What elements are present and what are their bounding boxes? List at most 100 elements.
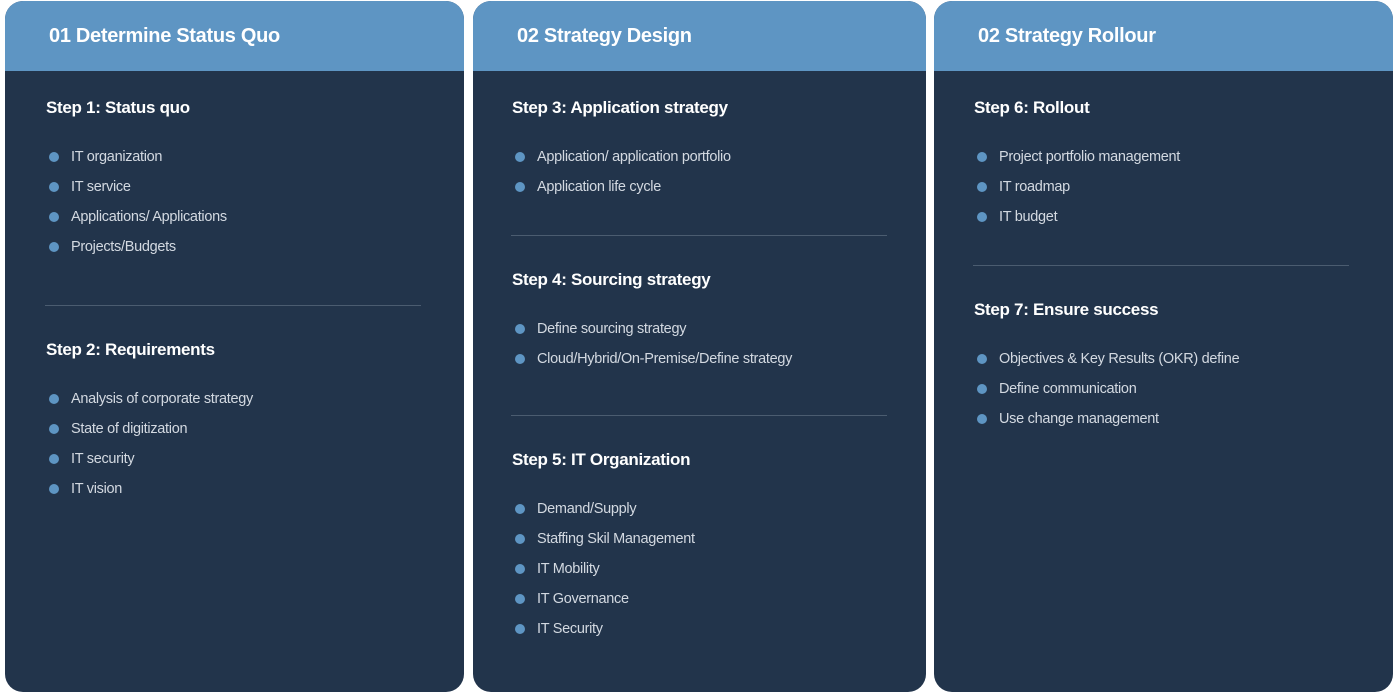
bullet-dot-icon (49, 454, 59, 464)
bullet-dot-icon (49, 182, 59, 192)
list-item: Cloud/Hybrid/On-Premise/Define strategy (512, 349, 926, 379)
bullet-dot-icon (515, 324, 525, 334)
list-item: Define sourcing strategy (512, 319, 926, 349)
item-label: Cloud/Hybrid/On-Premise/Define strategy (537, 351, 793, 367)
phase-header: 02 Strategy Design (473, 1, 926, 71)
list-item: Application/ application portfolio (512, 147, 926, 177)
item-label: Objectives & Key Results (OKR) define (999, 351, 1240, 367)
bullet-dot-icon (515, 152, 525, 162)
item-label: Application/ application portfolio (537, 149, 731, 165)
list-item: IT service (46, 177, 464, 207)
section-divider (511, 415, 887, 416)
list-item: IT budget (974, 207, 1393, 237)
list-item: IT Mobility (512, 559, 926, 589)
item-label: Use change management (999, 411, 1159, 427)
bullet-dot-icon (977, 414, 987, 424)
bullet-dot-icon (515, 504, 525, 514)
item-label: Project portfolio management (999, 149, 1181, 165)
step-rollout: Step 6: Rollout Project portfolio manage… (974, 98, 1393, 237)
item-label: IT vision (71, 481, 123, 497)
step-item-list: Define sourcing strategy Cloud/Hybrid/On… (512, 319, 926, 379)
item-label: Define communication (999, 381, 1137, 397)
item-label: Applications/ Applications (71, 209, 227, 225)
item-label: State of digitization (71, 421, 188, 437)
step-title: Step 7: Ensure success (974, 300, 1159, 319)
list-item: Define communication (974, 379, 1393, 409)
list-item: Project portfolio management (974, 147, 1393, 177)
step-title: Step 3: Application strategy (512, 98, 728, 117)
item-label: IT budget (999, 209, 1058, 225)
list-item: Applications/ Applications (46, 207, 464, 237)
step-sourcing-strategy: Step 4: Sourcing strategy Define sourcin… (512, 270, 926, 379)
item-label: IT service (71, 179, 131, 195)
step-item-list: Application/ application portfolio Appli… (512, 147, 926, 207)
step-title: Step 6: Rollout (974, 98, 1090, 117)
bullet-dot-icon (515, 354, 525, 364)
step-item-list: Analysis of corporate strategy State of … (46, 389, 464, 509)
bullet-dot-icon (515, 624, 525, 634)
step-item-list: Demand/Supply Staffing Skil Management I… (512, 499, 926, 649)
list-item: IT vision (46, 479, 464, 509)
item-label: Demand/Supply (537, 501, 637, 517)
section-divider (45, 305, 421, 306)
bullet-dot-icon (515, 594, 525, 604)
step-ensure-success: Step 7: Ensure success Objectives & Key … (974, 300, 1393, 439)
bullet-dot-icon (977, 152, 987, 162)
step-item-list: Objectives & Key Results (OKR) define De… (974, 349, 1393, 439)
step-requirements: Step 2: Requirements Analysis of corpora… (46, 340, 464, 509)
step-item-list: IT organization IT service Applications/… (46, 147, 464, 267)
bullet-dot-icon (977, 212, 987, 222)
phase-title: 02 Strategy Design (517, 24, 692, 47)
list-item: State of digitization (46, 419, 464, 449)
phase-header: 01 Determine Status Quo (5, 1, 464, 71)
bullet-dot-icon (515, 564, 525, 574)
list-item: Demand/Supply (512, 499, 926, 529)
phase-card-determine-status-quo: 01 Determine Status Quo Step 1: Status q… (5, 1, 464, 692)
list-item: IT Governance (512, 589, 926, 619)
item-label: IT Governance (537, 591, 629, 607)
bullet-dot-icon (49, 242, 59, 252)
item-label: Analysis of corporate strategy (71, 391, 254, 407)
bullet-dot-icon (515, 534, 525, 544)
section-divider (511, 235, 887, 236)
phase-title: 01 Determine Status Quo (49, 24, 280, 47)
list-item: IT security (46, 449, 464, 479)
phase-card-strategy-rollout: 02 Strategy Rollour Step 6: Rollout Proj… (934, 1, 1393, 692)
item-label: IT security (71, 451, 135, 467)
item-label: IT Mobility (537, 561, 600, 577)
step-it-organization: Step 5: IT Organization Demand/Supply St… (512, 450, 926, 649)
item-label: Projects/Budgets (71, 239, 176, 255)
bullet-dot-icon (49, 424, 59, 434)
step-item-list: Project portfolio management IT roadmap … (974, 147, 1393, 237)
list-item: IT organization (46, 147, 464, 177)
list-item: Staffing Skil Management (512, 529, 926, 559)
bullet-dot-icon (49, 484, 59, 494)
list-item: Analysis of corporate strategy (46, 389, 464, 419)
list-item: Objectives & Key Results (OKR) define (974, 349, 1393, 379)
step-title: Step 4: Sourcing strategy (512, 270, 711, 289)
bullet-dot-icon (49, 212, 59, 222)
list-item: Use change management (974, 409, 1393, 439)
item-label: Staffing Skil Management (537, 531, 695, 547)
list-item: IT roadmap (974, 177, 1393, 207)
item-label: IT Security (537, 621, 603, 637)
list-item: IT Security (512, 619, 926, 649)
bullet-dot-icon (977, 354, 987, 364)
phase-title: 02 Strategy Rollour (978, 24, 1156, 47)
phase-card-strategy-design: 02 Strategy Design Step 3: Application s… (473, 1, 926, 692)
bullet-dot-icon (977, 384, 987, 394)
item-label: Define sourcing strategy (537, 321, 687, 337)
step-title: Step 1: Status quo (46, 98, 190, 117)
item-label: IT organization (71, 149, 163, 165)
step-title: Step 5: IT Organization (512, 450, 691, 469)
item-label: Application life cycle (537, 179, 661, 195)
list-item: Application life cycle (512, 177, 926, 207)
step-status-quo: Step 1: Status quo IT organization IT se… (46, 98, 464, 267)
item-label: IT roadmap (999, 179, 1070, 195)
step-application-strategy: Step 3: Application strategy Application… (512, 98, 926, 207)
phase-header: 02 Strategy Rollour (934, 1, 1393, 71)
bullet-dot-icon (49, 152, 59, 162)
list-item: Projects/Budgets (46, 237, 464, 267)
step-title: Step 2: Requirements (46, 340, 215, 359)
section-divider (973, 265, 1349, 266)
